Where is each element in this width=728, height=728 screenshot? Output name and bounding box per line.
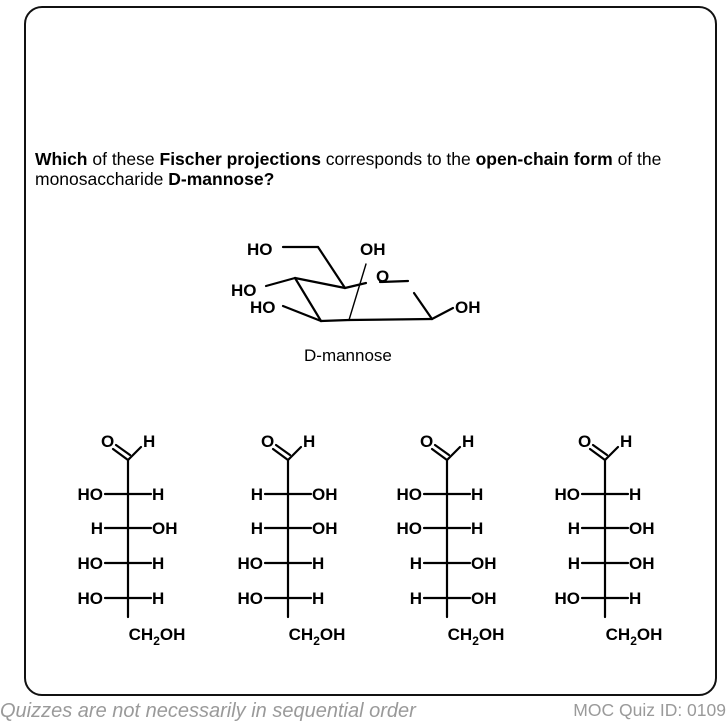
- aldehyde-hydrogen: H: [303, 432, 315, 451]
- ring-label-ho-mid: HO: [231, 281, 257, 300]
- fischer-bottom-group: CH2OH: [289, 625, 346, 648]
- question-part: D-mannose?: [168, 169, 275, 189]
- question-part: open-chain form: [475, 149, 613, 169]
- fischer-right-substituent: H: [152, 589, 164, 608]
- fischer-left-substituent: H: [251, 519, 263, 538]
- fischer-left-substituent: H: [410, 589, 422, 608]
- fischer-right-substituent: H: [629, 589, 641, 608]
- fischer-bonds: [103, 443, 153, 619]
- fischer-right-substituent: H: [629, 485, 641, 504]
- ring-label-ho-low: HO: [250, 298, 276, 317]
- ring-label-ho-top: HO: [247, 240, 273, 259]
- fischer-right-substituent: OH: [312, 485, 338, 504]
- fischer-right-substituent: H: [152, 485, 164, 504]
- question-text: Which of these Fischer projections corre…: [35, 149, 715, 189]
- fischer-left-substituent: H: [91, 519, 103, 538]
- fischer-left-substituent: HO: [397, 519, 423, 538]
- fischer-left-substituent: HO: [78, 485, 104, 504]
- fischer-right-substituent: OH: [471, 589, 497, 608]
- fischer-bonds: [263, 443, 313, 619]
- question-part: of the monosaccharide: [35, 149, 662, 189]
- fischer-left-substituent: HO: [238, 554, 264, 573]
- fischer-right-substituent: OH: [629, 554, 655, 573]
- aldehyde-oxygen: O: [420, 432, 433, 451]
- mannose-ring-bonds: [264, 245, 455, 323]
- footer-note: Quizzes are not necessarily in sequentia…: [0, 700, 416, 722]
- aldehyde-oxygen: O: [578, 432, 591, 451]
- fischer-right-substituent: H: [312, 554, 324, 573]
- fischer-left-substituent: HO: [397, 485, 423, 504]
- fischer-right-substituent: H: [471, 519, 483, 538]
- fischer-bottom-group: CH2OH: [448, 625, 505, 648]
- fischer-right-substituent: H: [312, 589, 324, 608]
- aldehyde-oxygen: O: [261, 432, 274, 451]
- fischer-right-substituent: H: [152, 554, 164, 573]
- aldehyde-hydrogen: H: [620, 432, 632, 451]
- question-part: Fischer projections: [159, 149, 321, 169]
- fischer-right-substituent: OH: [471, 554, 497, 573]
- aldehyde-hydrogen: H: [143, 432, 155, 451]
- question-part: of these: [87, 149, 160, 169]
- fischer-right-substituent: OH: [152, 519, 178, 538]
- fischer-right-substituent: OH: [312, 519, 338, 538]
- aldehyde-oxygen: O: [101, 432, 114, 451]
- ring-label-ring-o: O: [376, 267, 389, 286]
- fischer-bonds: [422, 443, 472, 619]
- fischer-bottom-group: CH2OH: [129, 625, 186, 648]
- quiz-card: [24, 6, 717, 696]
- question-part: Which: [35, 149, 88, 169]
- fischer-left-substituent: H: [251, 485, 263, 504]
- ring-label-oh-top: OH: [360, 240, 386, 259]
- fischer-bonds: [580, 443, 630, 619]
- fischer-bottom-group: CH2OH: [606, 625, 663, 648]
- fischer-right-substituent: OH: [629, 519, 655, 538]
- quiz-id: MOC Quiz ID: 0109: [573, 700, 726, 720]
- fischer-left-substituent: HO: [78, 589, 104, 608]
- fischer-left-substituent: HO: [555, 589, 581, 608]
- fischer-right-substituent: H: [471, 485, 483, 504]
- fischer-left-substituent: H: [568, 519, 580, 538]
- ring-caption: D-mannose: [304, 346, 392, 365]
- ring-label-oh-right: OH: [455, 298, 481, 317]
- aldehyde-hydrogen: H: [462, 432, 474, 451]
- fischer-left-substituent: H: [568, 554, 580, 573]
- question-part: corresponds to the: [320, 149, 476, 169]
- fischer-left-substituent: HO: [555, 485, 581, 504]
- fischer-left-substituent: H: [410, 554, 422, 573]
- fischer-left-substituent: HO: [78, 554, 104, 573]
- fischer-left-substituent: HO: [238, 589, 264, 608]
